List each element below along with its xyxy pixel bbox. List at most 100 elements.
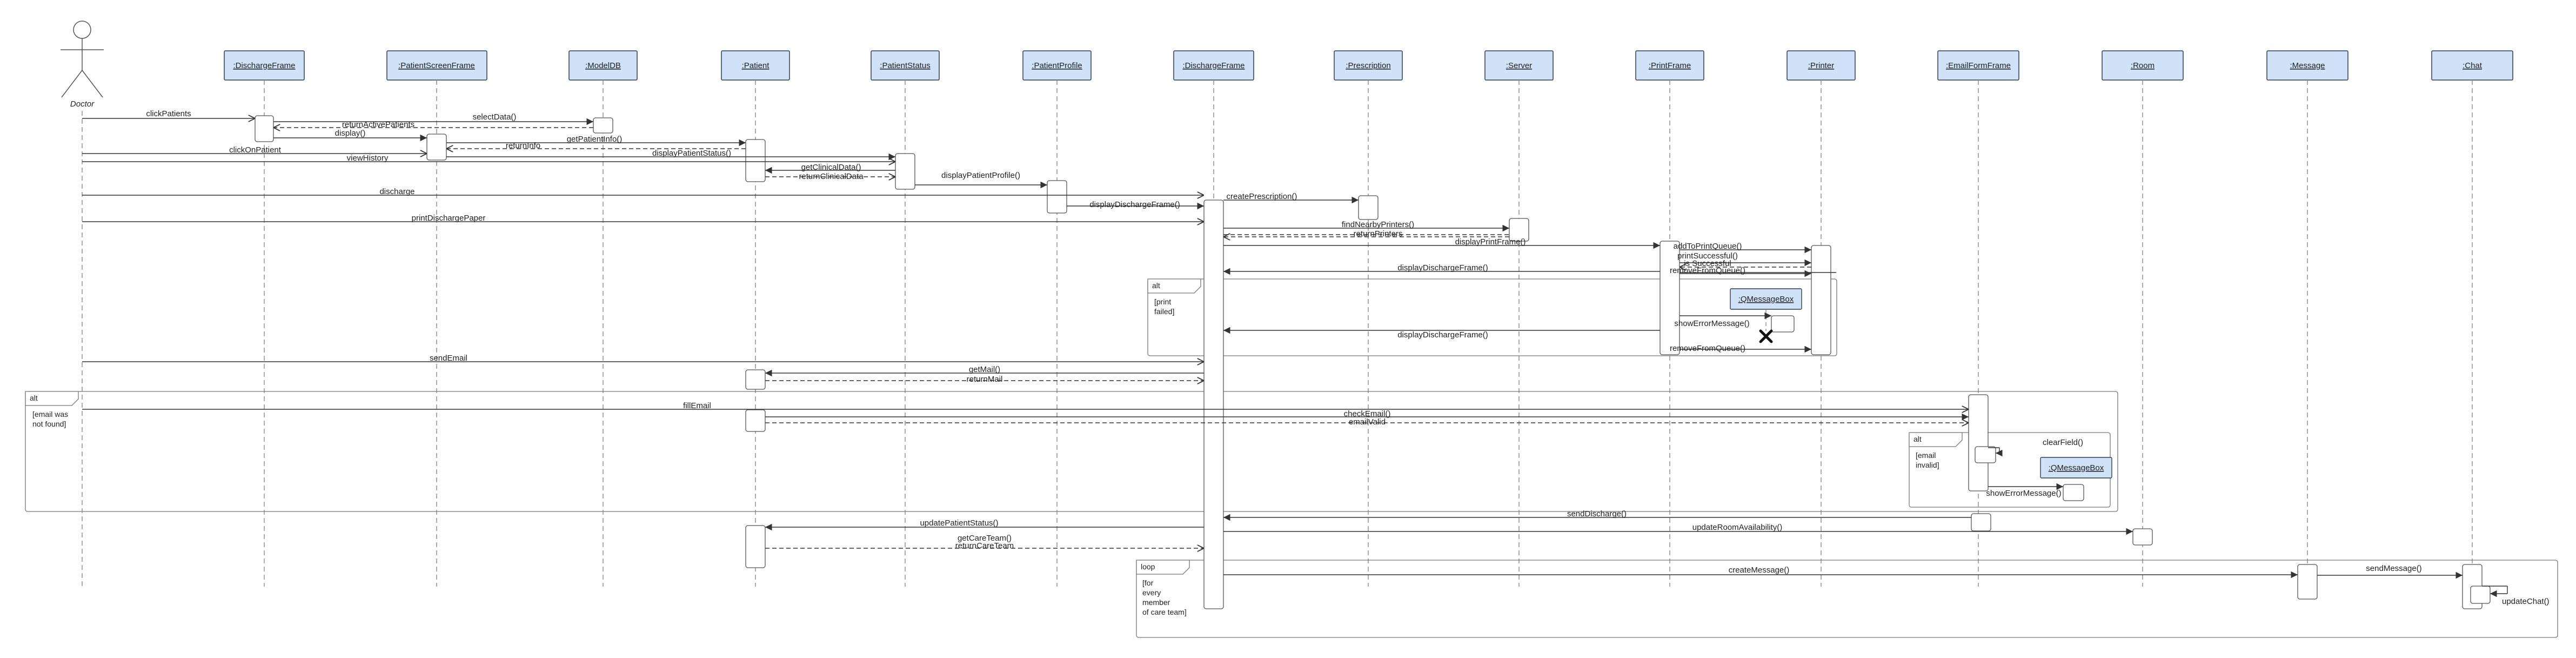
svg-text:displayDischargeFrame(): displayDischargeFrame() — [1089, 200, 1180, 209]
svg-text:findNearbyPrinters(): findNearbyPrinters() — [1342, 220, 1414, 229]
lifeline-chat: :Chat — [2431, 50, 2513, 587]
lifeline-patient-status: :PatientStatus — [871, 50, 940, 587]
frame-loop-care-team: loop [for every member of care team] — [1136, 560, 2558, 638]
svg-text::DischargeFrame: :DischargeFrame — [233, 61, 295, 70]
svg-text:every: every — [1142, 588, 1161, 597]
actor-doctor: Doctor — [61, 21, 104, 587]
svg-text::Prescription: :Prescription — [1346, 61, 1390, 70]
lifeline-discharge-frame: :DischargeFrame — [224, 50, 305, 587]
svg-text:clickPatients: clickPatients — [146, 109, 191, 118]
svg-text:returnClinicalData: returnClinicalData — [799, 172, 864, 181]
svg-text:[print: [print — [1154, 297, 1171, 306]
svg-text:[email was: [email was — [32, 410, 68, 418]
svg-text:printDischargePaper: printDischargePaper — [412, 214, 486, 223]
svg-text:updatePatientStatus(): updatePatientStatus() — [920, 519, 998, 528]
svg-text:is Successful: is Successful — [1684, 259, 1731, 268]
svg-text::Chat: :Chat — [2463, 61, 2483, 70]
lifeline-message: :Message — [2266, 50, 2348, 587]
svg-text:createPrescription(): createPrescription() — [1227, 192, 1297, 201]
svg-text:selectData(): selectData() — [473, 112, 517, 122]
messages — [82, 118, 2508, 597]
svg-text:alt: alt — [1152, 281, 1160, 290]
svg-text:display(): display() — [335, 129, 366, 138]
svg-text:returnInfo: returnInfo — [506, 141, 540, 150]
svg-text:showErrorMessage(): showErrorMessage() — [1674, 319, 1749, 328]
lifeline-patient-profile: :PatientProfile — [1022, 50, 1092, 587]
lifeline-server: :Server — [1484, 50, 1554, 587]
svg-text:of care team]: of care team] — [1142, 608, 1187, 616]
actor-label: Doctor — [70, 99, 95, 109]
svg-text::PatientStatus: :PatientStatus — [880, 61, 930, 70]
svg-text:sendMessage(): sendMessage() — [2366, 564, 2421, 573]
svg-text::Printer: :Printer — [1808, 61, 1834, 70]
frame-alt-email-invalid: alt [email invalid] — [1909, 432, 2111, 508]
svg-text::QMessageBox: :QMessageBox — [1738, 295, 1794, 304]
svg-text::Room: :Room — [2131, 61, 2155, 70]
svg-text:invalid]: invalid] — [1916, 461, 1939, 469]
svg-text:updateRoomAvailability(): updateRoomAvailability() — [1692, 523, 1782, 532]
svg-text:[email: [email — [1916, 451, 1936, 460]
message-labels: clickPatients selectData() returnActiveP… — [146, 109, 2549, 606]
qmessagebox-print: :QMessageBox — [1730, 288, 1802, 343]
svg-text:returnCareTeam: returnCareTeam — [955, 541, 1014, 550]
svg-text:not found]: not found] — [32, 420, 66, 428]
svg-text:member: member — [1142, 598, 1170, 607]
svg-text:clearField(): clearField() — [2043, 438, 2083, 447]
svg-text:updateChat(): updateChat() — [2502, 597, 2550, 606]
svg-text:discharge: discharge — [379, 187, 414, 196]
frame-alt-email-not-found: alt [email was not found] — [25, 391, 2118, 512]
svg-text:displayDischargeFrame(): displayDischargeFrame() — [1397, 263, 1488, 272]
svg-text:fillEmail: fillEmail — [683, 401, 711, 410]
lifeline-patient: :Patient — [721, 50, 790, 587]
svg-text::Server: :Server — [1506, 61, 1532, 70]
svg-text:alt: alt — [30, 394, 38, 402]
svg-text:emailValid: emailValid — [1349, 417, 1386, 427]
svg-text::PatientScreenFrame: :PatientScreenFrame — [398, 61, 475, 70]
svg-text:sendEmail: sendEmail — [430, 354, 467, 363]
svg-text:loop: loop — [1141, 562, 1155, 571]
lifeline-email-form-frame: :EmailFormFrame — [1937, 50, 2019, 587]
svg-text:returnPrinters: returnPrinters — [1354, 229, 1403, 238]
svg-text:getCareTeam(): getCareTeam() — [958, 534, 1012, 543]
svg-text:sendDischarge(): sendDischarge() — [1567, 509, 1627, 519]
svg-text:displayPatientProfile(): displayPatientProfile() — [941, 171, 1020, 180]
svg-text:returnActivePatients: returnActivePatients — [342, 120, 414, 129]
svg-text::Message: :Message — [2290, 61, 2325, 70]
svg-text:showErrorMessage(): showErrorMessage() — [1986, 489, 2061, 498]
svg-text:displayDischargeFrame(): displayDischargeFrame() — [1397, 330, 1488, 340]
svg-text:viewHistory: viewHistory — [347, 154, 389, 163]
svg-text:printSuccessful(): printSuccessful() — [1677, 251, 1738, 261]
frame-alt-print-failed: alt [print failed] — [1147, 278, 1837, 356]
svg-text:createMessage(): createMessage() — [1729, 566, 1790, 575]
svg-text:removeFromQueue(): removeFromQueue() — [1670, 344, 1745, 353]
svg-text::EmailFormFrame: :EmailFormFrame — [1946, 61, 2011, 70]
svg-text:checkEmail(): checkEmail() — [1344, 409, 1391, 418]
svg-text:removeFromQueue(): removeFromQueue() — [1670, 266, 1745, 275]
svg-text:displayPrintFrame(): displayPrintFrame() — [1455, 237, 1526, 247]
svg-text:getMail(): getMail() — [969, 365, 1000, 374]
lifeline-room: :Room — [2102, 50, 2184, 587]
svg-text::PrintFrame: :PrintFrame — [1649, 61, 1691, 70]
lifeline-print-frame: :PrintFrame — [1635, 50, 1704, 587]
svg-text:getClinicalData(): getClinicalData() — [801, 163, 861, 172]
lifeline-model-db: :ModelDB — [568, 50, 638, 587]
qmessagebox-email: :QMessageBox — [2040, 457, 2112, 478]
svg-text:clickOnPatient: clickOnPatient — [229, 145, 282, 155]
lifeline-prescription: :Prescription — [1334, 50, 1403, 587]
svg-text:[for: [for — [1142, 579, 1154, 587]
svg-text::DischargeFrame: :DischargeFrame — [1182, 61, 1244, 70]
svg-text:getPatientInfo(): getPatientInfo() — [567, 135, 623, 144]
svg-text:failed]: failed] — [1154, 307, 1174, 316]
lifeline-patient-screen-frame: :PatientScreenFrame — [386, 50, 487, 587]
svg-text:returnMail: returnMail — [967, 375, 1003, 384]
svg-text::ModelDB: :ModelDB — [585, 61, 621, 70]
destroy-icon — [1759, 329, 1773, 343]
activation-bars — [255, 115, 2491, 609]
svg-text:displayPatientStatus(): displayPatientStatus() — [652, 149, 731, 158]
svg-text::Patient: :Patient — [742, 61, 770, 70]
svg-text:alt: alt — [1913, 435, 1922, 443]
svg-text::QMessageBox: :QMessageBox — [2049, 463, 2104, 473]
svg-text::PatientProfile: :PatientProfile — [1032, 61, 1082, 70]
svg-text:addToPrintQueue(): addToPrintQueue() — [1674, 242, 1742, 251]
